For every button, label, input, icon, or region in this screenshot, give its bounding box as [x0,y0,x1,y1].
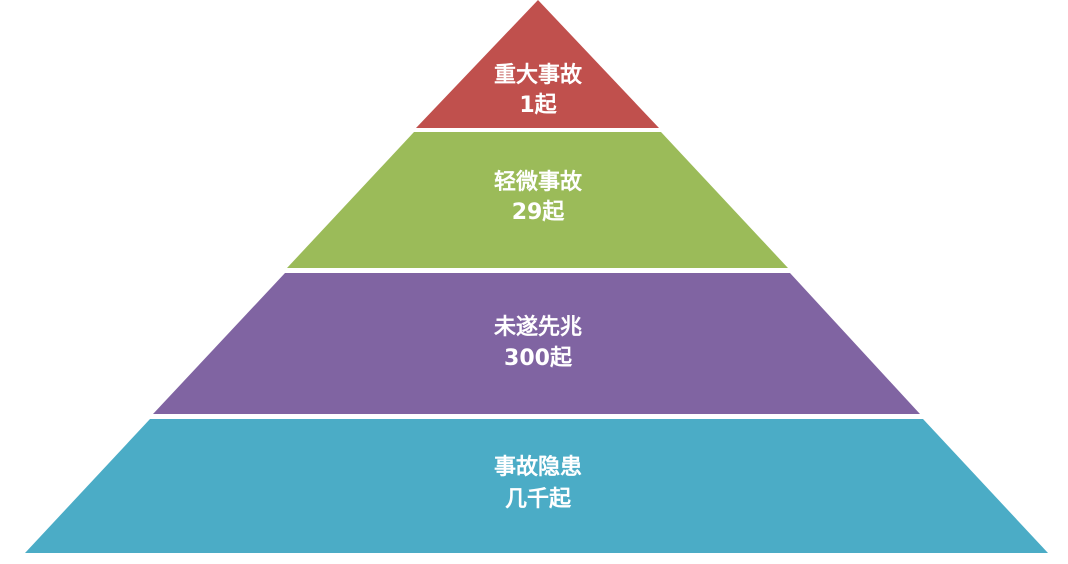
pyramid-level-near-miss [153,273,920,414]
level-label-major-accident: 重大事故 [494,62,583,88]
pyramid-level-major-accident [416,0,659,128]
pyramid-level-hazard [25,419,1048,553]
level-label-minor-accident: 轻微事故 [494,169,583,195]
level-label-near-miss: 未遂先兆 [494,314,582,340]
level-count-minor-accident: 29起 [512,200,566,225]
level-count-hazard: 几千起 [505,487,572,512]
level-count-near-miss: 300起 [504,346,573,371]
level-count-major-accident: 1起 [519,93,557,118]
pyramid-level-minor-accident [287,132,788,268]
level-label-hazard: 事故隐患 [494,454,582,480]
